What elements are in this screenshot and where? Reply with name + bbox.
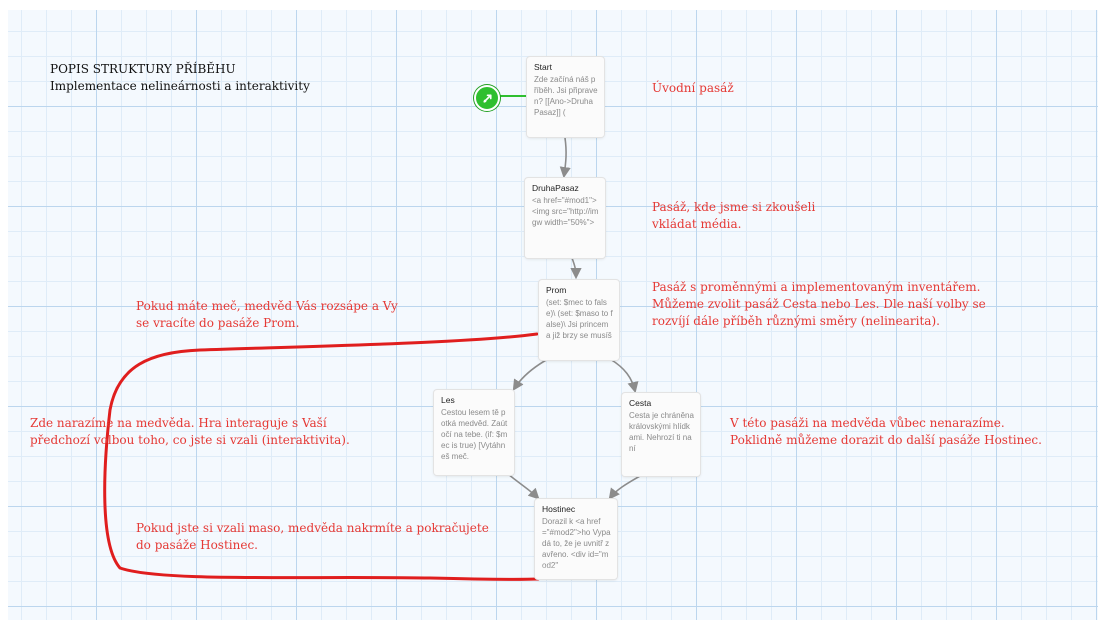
annotation-line: Pokud máte meč, medvěd Vás rozsápe a Vy	[136, 299, 398, 313]
passage-les[interactable]: Les Cestou lesem tě potká medvěd. Zaútoč…	[434, 390, 514, 475]
passage-excerpt: Cestou lesem tě potká medvěd. Zaútočí na…	[441, 408, 508, 461]
passage-cesta[interactable]: Cesta Cesta je chráněna královskými hlíd…	[622, 393, 700, 476]
excerpt-fade	[525, 244, 605, 258]
excerpt-fade	[434, 461, 514, 475]
annotation-line: vkládat média.	[652, 217, 742, 231]
passage-title: Les	[441, 395, 455, 405]
passage-excerpt: (set: $mec to false)\ (set: $maso to fal…	[546, 298, 613, 340]
annotation-line: Poklidně můžeme dorazit do další pasáže …	[730, 433, 1042, 447]
annotation-mec: Pokud máte meč, medvěd Vás rozsápe a Vy …	[136, 298, 398, 332]
passage-title: Prom	[546, 285, 567, 295]
annotation-line: Zde narazíme na medvěda. Hra interaguje …	[30, 416, 327, 430]
passage-title: Hostinec	[542, 504, 576, 514]
passage-title: Cesta	[629, 398, 652, 408]
excerpt-fade	[535, 565, 617, 579]
passage-excerpt: <a href="#mod1"> <img src="http://imgw w…	[532, 196, 599, 227]
passage-hostinec[interactable]: Hostinec Dorazil k <a href="#mod2">ho Vy…	[535, 499, 617, 579]
passage-excerpt: Cesta je chráněna královskými hlídkami. …	[629, 411, 694, 453]
passage-prom[interactable]: Prom (set: $mec to false)\ (set: $maso t…	[539, 280, 619, 360]
passage-title: DruhaPasaz	[532, 183, 579, 193]
excerpt-fade	[622, 462, 700, 476]
passage-excerpt: Dorazil k <a href="#mod2">ho Vypadá to, …	[542, 517, 611, 570]
annotation-line: se vracíte do pasáže Prom.	[136, 316, 300, 330]
rocket-icon	[482, 93, 492, 103]
annotation-line: předchozí volbou toho, co jste si vzali …	[30, 433, 350, 447]
annotation-media: Pasáž, kde jsme si zkoušeli vkládat médi…	[652, 199, 815, 233]
page-title: POPIS STRUKTURY PŘÍBĚHU	[50, 62, 236, 76]
passage-title: Start	[534, 62, 552, 72]
annotation-line: do pasáže Hostinec.	[136, 538, 258, 552]
annotation-cesta: V této pasáži na medvěda vůbec nenarazím…	[730, 415, 1042, 449]
passage-start[interactable]: Start Zde začíná náš příběh. Jsi připrav…	[527, 57, 604, 137]
annotation-line: Můžeme zvolit pasáž Cesta nebo Les. Dle …	[652, 297, 986, 311]
annotation-line: Pasáž s proměnnými a implementovaným inv…	[652, 280, 981, 294]
annotation-line: rozvíjí dále příběh různými směry (nelin…	[652, 314, 940, 328]
excerpt-fade	[539, 346, 619, 360]
passage-druhapasaz[interactable]: DruhaPasaz <a href="#mod1"> <img src="ht…	[525, 178, 605, 258]
annotation-medved: Zde narazíme na medvěda. Hra interaguje …	[30, 415, 350, 449]
annotation-line: V této pasáži na medvěda vůbec nenarazím…	[730, 416, 1005, 430]
annotation-uvodni-pasaz: Úvodní pasáž	[652, 81, 734, 95]
annotation-line: Pasáž, kde jsme si zkoušeli	[652, 200, 816, 214]
passage-excerpt: Zde začíná náš příběh. Jsi připraven? [[…	[534, 75, 598, 117]
annotation-line: Pokud jste si vzali maso, medvěda nakrmí…	[136, 521, 489, 535]
excerpt-fade	[527, 123, 604, 137]
page-subtitle: Implementace nelineárnosti a interaktivi…	[50, 79, 310, 93]
annotation-prom: Pasáž s proměnnými a implementovaným inv…	[652, 279, 986, 330]
annotation-maso: Pokud jste si vzali maso, medvěda nakrmí…	[136, 520, 489, 554]
start-passage-badge[interactable]	[474, 85, 500, 111]
